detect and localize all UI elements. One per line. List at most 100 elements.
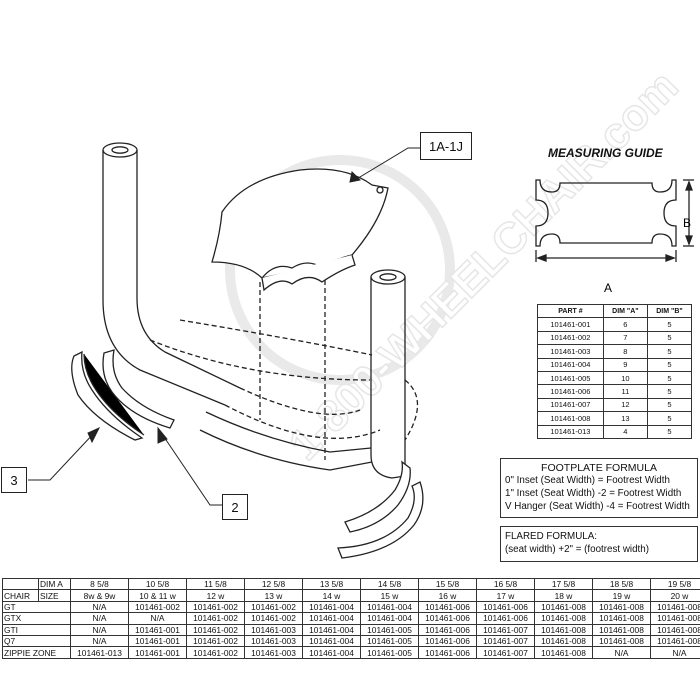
table-header-row: PART # DIM "A" DIM "B" [537,303,693,319]
part-cell: 101461-001 [128,646,187,659]
part-number: 101461-004 [537,357,604,372]
dim-a: 13 [602,411,648,426]
part-cell: 101461-004 [302,600,361,614]
dim-a: 9 [602,357,648,372]
part-number: 101461-002 [537,330,604,346]
part-cell: 101461-002 [244,612,303,625]
part-cell: 101461-004 [360,612,419,625]
dim-row: DIM A 8 5/8 10 5/8 11 5/8 12 5/8 13 5/8 … [2,577,700,591]
part-cell: 101461-007 [476,634,535,648]
dim-cell: 8 5/8 [70,577,129,591]
formula-line: V Hanger (Seat Width) -4 = Footrest Widt… [505,501,690,512]
part-cell: 101461-006 [418,634,477,648]
part-number: 101461-007 [537,397,604,413]
part-cell: 101461-008 [534,634,593,648]
part-cell: 101461-004 [302,612,361,625]
part-cell: 101461-006 [476,612,535,625]
part-cell: 101461-006 [418,600,477,614]
part-cell: 101461-001 [128,634,187,648]
part-cell: 101461-002 [186,634,245,648]
part-cell: 101461-005 [360,634,419,648]
chair-name: GT [2,600,71,614]
dim-b: 5 [646,411,693,426]
table-row: ZIPPIE ZONE 101461-013 101461-001 101461… [2,646,700,659]
chair-name: GTX [2,612,71,625]
part-cell: 101461-004 [360,600,419,614]
dim-a: 7 [602,330,648,346]
footplate-1a1j [211,168,389,460]
part-cell: 101461-002 [186,612,245,625]
header-dim-a: DIM "A" [602,303,648,319]
table-row: Q7 N/A 101461-001 101461-002 101461-003 … [2,634,700,648]
size-cell: 10 & 11 w [128,589,187,602]
callout-2: 2 [222,494,248,520]
dim-cell: 12 5/8 [244,577,303,591]
size-cell: 19 w [592,589,651,602]
part-cell: 101461-002 [186,646,245,659]
part-cell: 101461-006 [418,623,477,636]
part-cell: 101461-008 [534,600,593,614]
callout-3: 3 [1,467,27,493]
part-cell: 101461-002 [244,600,303,614]
dim-a: 6 [602,317,648,332]
part-cell: 101461-008 [650,600,700,614]
corner-chair: CHAIR [2,589,39,602]
part-cell: 101461-005 [360,623,419,636]
part-number: 101461-006 [537,384,604,399]
part-cell: 101461-006 [418,612,477,625]
dim-b: 5 [646,317,693,332]
table-row: GTI N/A 101461-001 101461-002 101461-003… [2,623,700,636]
part-cell: 101461-006 [418,646,477,659]
dim-b: 5 [646,330,693,346]
dim-b: 5 [646,344,693,359]
measuring-plate-shape [535,179,694,262]
part-number: 101461-003 [537,344,604,359]
footplate-formula-title: FOOTPLATE FORMULA [541,462,657,474]
part-cell: 101461-008 [592,634,651,648]
corner-dim: DIM A [38,577,71,591]
dim-cell: 17 5/8 [534,577,593,591]
formula-line: 0" Inset (Seat Width) = Footrest Width [505,475,670,486]
part-cell: 101461-008 [534,646,593,659]
part-cell: 101461-002 [186,600,245,614]
dim-a: 10 [602,370,648,386]
part-cell: N/A [70,600,129,614]
part-cell: N/A [650,646,700,659]
dim-b: 5 [646,357,693,372]
part-cell: 101461-004 [302,623,361,636]
size-cell: 15 w [360,589,419,602]
left-tube [102,142,381,439]
part-cell: 101461-008 [650,623,700,636]
part-cell: 101461-008 [592,600,651,614]
part-cell: 101461-004 [302,646,361,659]
part-cell: 101461-008 [534,612,593,625]
part-cell: N/A [592,646,651,659]
size-cell: 12 w [186,589,245,602]
size-row: CHAIR SIZE 8w & 9w 10 & 11 w 12 w 13 w 1… [2,589,700,602]
size-cell: 18 w [534,589,593,602]
dim-a: 4 [602,424,648,439]
dim-a: 11 [602,384,648,399]
chair-name: ZIPPIE ZONE [2,646,71,659]
size-cell: 20 w [650,589,700,602]
callout-1a1j: 1A-1J [420,132,472,160]
part-cell: 101461-002 [128,600,187,614]
part-number: 101461-008 [537,411,604,426]
part-cell: 101461-002 [186,623,245,636]
dim-cell: 14 5/8 [360,577,419,591]
size-cell: 8w & 9w [70,589,129,602]
right-tube [149,269,418,479]
header-dim-b: DIM "B" [646,303,693,319]
part-cell: 101461-004 [302,634,361,648]
dim-cell: 16 5/8 [476,577,535,591]
part-cell: N/A [128,612,187,625]
part-cell: 101461-008 [534,623,593,636]
dim-a: 12 [602,397,648,413]
flared-formula-title: FLARED FORMULA: [505,531,597,542]
part-cell: 101461-007 [476,623,535,636]
